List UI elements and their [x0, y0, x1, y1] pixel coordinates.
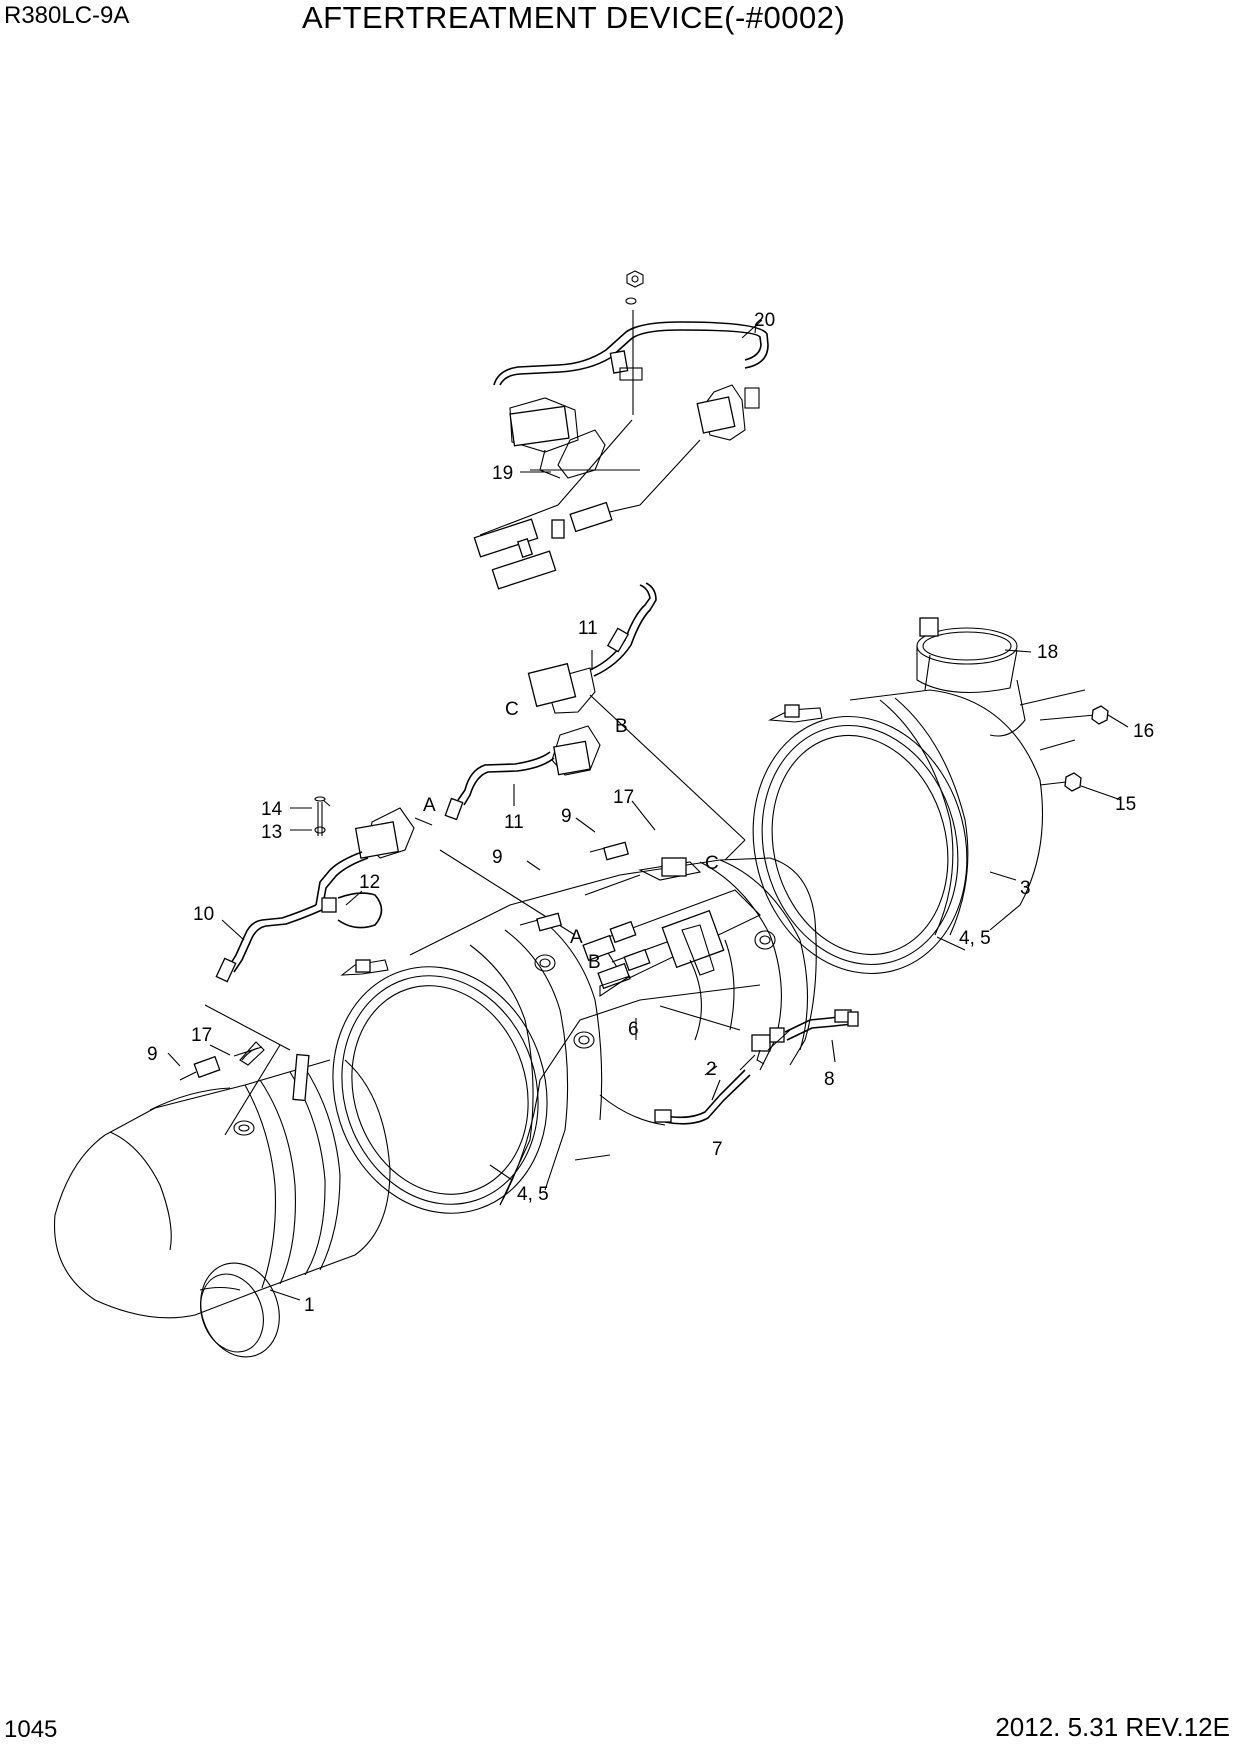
revision-date: 2012. 5.31 REV.12E	[995, 1712, 1230, 1742]
callout-8: 8	[824, 1069, 835, 1090]
callout-6: 6	[628, 1019, 639, 1040]
callout-7: 7	[712, 1139, 723, 1160]
callout-13: 13	[261, 822, 282, 843]
callout-a-center: A	[570, 927, 583, 948]
callout-19: 19	[492, 463, 513, 484]
callout-b-center: B	[588, 952, 601, 973]
callout-c-center: C	[705, 853, 719, 874]
sensor-wires	[215, 582, 657, 983]
callout-b-top: B	[615, 716, 628, 737]
callout-12: 12	[359, 872, 380, 893]
model-number: R380LC-9A	[4, 2, 130, 29]
callout-18: 18	[1037, 642, 1058, 663]
page-number: 1045	[4, 1716, 58, 1743]
callout-9-left: 9	[147, 1044, 158, 1065]
parts-7-8-pressure-pipes	[654, 1009, 859, 1125]
part-6-sensor-bracket	[582, 889, 761, 1041]
part-4-5-clamp-left	[332, 959, 548, 1214]
callout-15: 15	[1115, 794, 1136, 815]
page-title: AFTERTREATMENT DEVICE(-#0002)	[302, 0, 846, 35]
callout-4-5-left: 4, 5	[517, 1184, 549, 1205]
callout-1: 1	[304, 1295, 315, 1316]
callout-11-top: 11	[578, 618, 598, 639]
callout-11-mid: 11	[504, 812, 524, 833]
part-3-outlet-shell	[849, 617, 1109, 936]
callout-3: 3	[1020, 878, 1031, 899]
part-4-5-clamp-right	[752, 704, 968, 975]
callout-10: 10	[193, 904, 214, 925]
callout-c-top: C	[505, 699, 519, 720]
callout-2: 2	[706, 1059, 717, 1080]
callout-17-mid: 17	[613, 787, 634, 808]
callout-4-5-right: 4, 5	[959, 928, 991, 949]
callout-17-left: 17	[191, 1025, 212, 1046]
callout-a-top: A	[423, 795, 436, 816]
callout-9-mid: 9	[492, 847, 503, 868]
part-1-inlet-shell	[53, 1041, 391, 1358]
callout-labels: 20 19 11 18 C B 16 17 14 A 15 9 11 13 9 …	[147, 310, 1154, 1316]
callout-20: 20	[754, 310, 775, 331]
callout-16: 16	[1133, 721, 1154, 742]
part-2-filter-body	[409, 841, 817, 1206]
callout-leaders	[167, 323, 1129, 1301]
callout-9-top: 9	[561, 806, 572, 827]
callout-14: 14	[261, 799, 283, 820]
wiring-harness-assembly	[473, 270, 769, 590]
